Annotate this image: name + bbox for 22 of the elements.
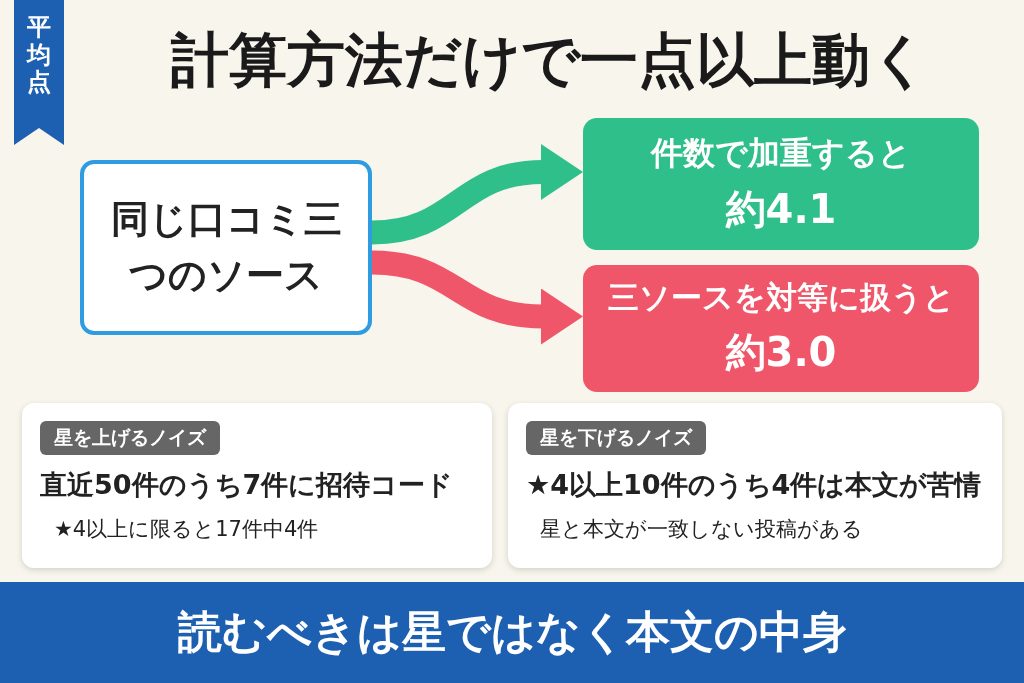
result-box: [583, 265, 979, 392]
note-text: ★4以上10件のうち4件は本文が苦情: [526, 468, 983, 502]
box-heading: 件数で加重すると: [649, 132, 912, 174]
title: 計算方法だけで一点以上動く: [169, 25, 930, 96]
result-box: [583, 118, 979, 250]
note-text: 直近50件のうち7件に招待コード: [40, 468, 455, 502]
conclusion-text: 読むべきは星ではなく本文の中身: [176, 605, 848, 659]
tag-chip: 星を下げるノイズ: [526, 421, 706, 455]
source-box: [80, 160, 372, 335]
result-value: 約3.0: [724, 328, 838, 377]
arrow: [371, 144, 583, 245]
conclusion-band: [0, 582, 1024, 683]
result-value: 約4.1: [724, 184, 838, 234]
arrow: [371, 250, 583, 345]
note-card: [22, 403, 492, 568]
note-card: [508, 403, 1002, 568]
note-text: ★4以上に限ると17件中4件: [53, 516, 320, 543]
box-heading: 三ソースを対等に扱うと: [606, 278, 956, 317]
note-text: 星と本文が一致しない投稿がある: [539, 516, 864, 543]
banner-text: 平均点: [26, 14, 52, 97]
box-text: 同じ口コミ三つのソース: [109, 196, 343, 299]
tag-chip: 星を上げるノイズ: [40, 421, 220, 455]
